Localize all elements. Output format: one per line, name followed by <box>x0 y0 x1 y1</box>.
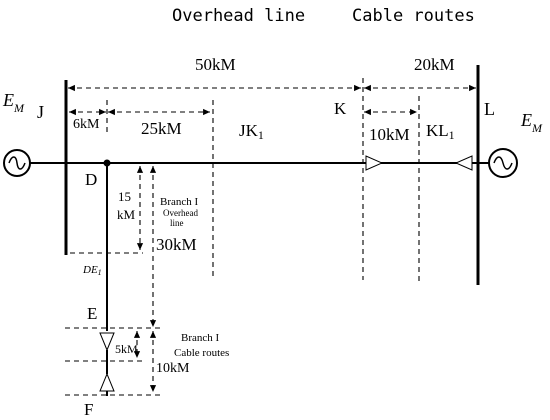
jk-fault-label: JK1 <box>239 121 264 142</box>
cable-terminal-k <box>365 155 384 171</box>
d-fault-distance-label: 25kM <box>141 119 182 138</box>
bus-j-label: J <box>37 102 44 122</box>
bus-l-label: L <box>484 99 495 119</box>
branch-overhead-total-label: 30kM <box>156 235 197 254</box>
right-source-wave <box>493 156 513 170</box>
left-source-label: EM <box>2 90 25 115</box>
branch-cable-total-label: 10kM <box>156 361 190 376</box>
branch-cable-caption: Branch I Cable routes <box>174 332 229 359</box>
cable-terminal-l <box>454 155 473 171</box>
jk-distance-label: 50kM <box>195 55 236 74</box>
jd-distance-label: 6kM <box>73 117 100 132</box>
branch-cable-fault-label: 5kM <box>115 342 138 356</box>
node-e-label: E <box>87 304 97 323</box>
k-fault-distance-label: 10kM <box>369 125 410 144</box>
node-d-label: D <box>85 170 97 189</box>
right-source-label: EM <box>520 110 543 135</box>
overhead-line-title: Overhead line <box>172 6 305 26</box>
branch-overhead-caption: Branch I Overhead line <box>160 196 201 228</box>
branch-overhead-fault-label: 15 kM <box>117 189 136 222</box>
de-fault-label: DE1 <box>82 264 102 277</box>
kl-fault-label: KL1 <box>426 121 455 142</box>
cable-terminal-e <box>99 332 115 352</box>
cable-terminal-f <box>99 372 115 392</box>
bus-k-label: K <box>334 99 347 118</box>
left-source-wave <box>8 156 26 170</box>
kl-distance-label: 20kM <box>414 55 455 74</box>
cable-routes-title: Cable routes <box>352 6 475 26</box>
node-f-label: F <box>84 400 93 419</box>
